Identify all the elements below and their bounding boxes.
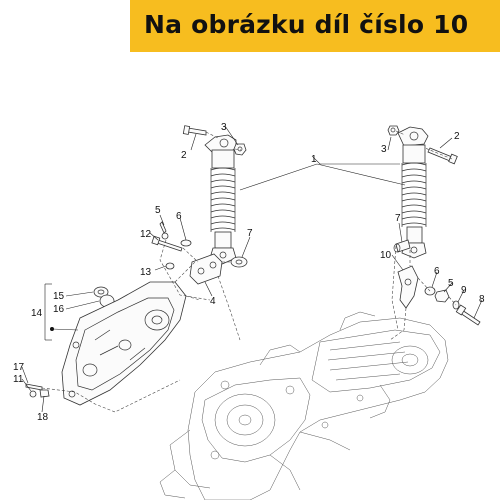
bolt-2-right [427, 147, 458, 165]
bolt-17 [25, 383, 43, 391]
callout-14: 14 [31, 308, 43, 319]
callout-numbers: 1 2 3 2 3 5 6 7 7 12 13 4 10 6 5 9 8 15 … [13, 122, 485, 423]
washer-13 [165, 262, 175, 270]
callout-3-left: 3 [221, 122, 227, 133]
callout-7-left: 7 [247, 228, 253, 239]
callout-15: 15 [53, 291, 65, 302]
right-shock-absorber [397, 126, 429, 259]
callout-8: 8 [479, 294, 485, 305]
bolt-10-bracket [397, 265, 419, 309]
nut-3-left [233, 143, 247, 156]
callout-12: 12 [140, 229, 152, 240]
assembly-guide-lines [41, 130, 457, 413]
bushing-7-right [393, 239, 411, 253]
bolt-8 [455, 304, 481, 326]
bolt-12 [151, 235, 183, 252]
callout-4: 4 [210, 296, 216, 307]
callout-6-right: 6 [434, 266, 440, 277]
bracket-4 [189, 253, 223, 285]
callout-18: 18 [37, 412, 49, 423]
callout-9: 9 [461, 285, 467, 296]
washer-11 [29, 390, 37, 398]
callout-7-right: 7 [395, 213, 401, 224]
bushing-7-left [230, 256, 248, 268]
callout-10: 10 [380, 250, 392, 261]
nut-3-right [387, 125, 400, 136]
callout-17: 17 [13, 362, 25, 373]
callout-5-left: 5 [155, 205, 161, 216]
callout-6-left: 6 [176, 211, 182, 222]
callout-1: 1 [311, 154, 317, 165]
page-title: Na obrázku díl číslo 10 [144, 10, 469, 39]
bolt-2-left [182, 125, 207, 136]
callout-2-left: 2 [181, 150, 187, 161]
callout-16: 16 [53, 304, 65, 315]
callout-3-right: 3 [381, 144, 387, 155]
engine-assembly [159, 311, 449, 500]
callout-11: 11 [13, 374, 24, 385]
callout-5-right: 5 [448, 278, 454, 289]
bolt-18 [39, 389, 50, 398]
header-banner: Na obrázku díl číslo 10 [130, 0, 500, 52]
nut-5-right [434, 289, 450, 303]
left-shock-absorber [204, 134, 237, 265]
bolt-5-left [159, 221, 169, 240]
washer-6-left [180, 239, 192, 247]
leader-lines [21, 125, 483, 413]
reference-dot [50, 327, 54, 331]
callout-2-right: 2 [454, 131, 460, 142]
engine-mount-bracket [61, 281, 187, 406]
callout-13: 13 [140, 267, 152, 278]
